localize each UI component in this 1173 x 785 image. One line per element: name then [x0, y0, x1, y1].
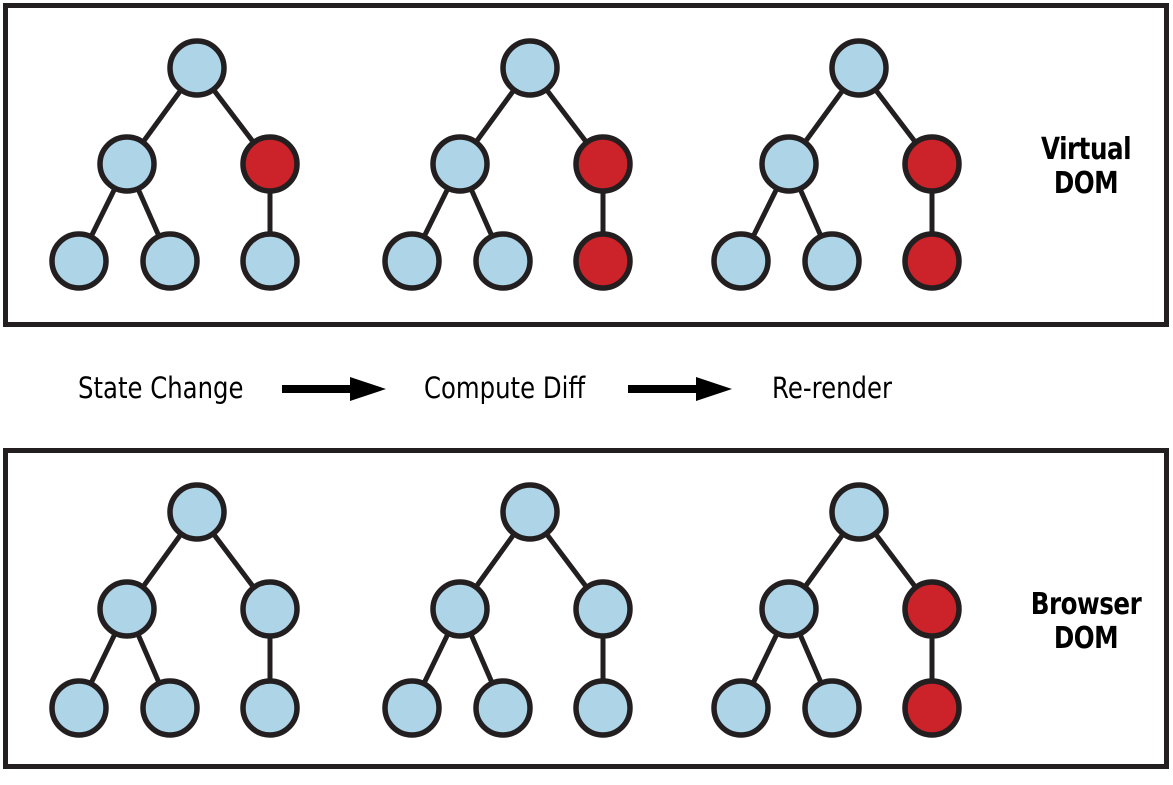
tree-node-default — [430, 579, 490, 639]
tree-virtual-dom-state-change — [49, 38, 300, 291]
flow-arrow-right-icon — [628, 377, 732, 401]
tree-browser-dom-state-change — [49, 482, 300, 738]
tree-node-default — [240, 678, 300, 738]
tree-node-default — [759, 134, 819, 194]
browser-dom-label: Browser DOM — [1030, 587, 1142, 656]
tree-node-default — [382, 231, 442, 291]
tree-node-default — [573, 579, 633, 639]
tree-node-default — [240, 579, 300, 639]
tree-node-default — [802, 231, 862, 291]
tree-node-default — [49, 678, 109, 738]
tree-node-default — [382, 678, 442, 738]
virtual-dom-label: Virtual DOM — [1040, 132, 1132, 201]
tree-node-default — [140, 678, 200, 738]
tree-virtual-dom-re-render — [711, 38, 962, 291]
tree-node-changed — [240, 134, 300, 194]
tree-node-changed — [902, 134, 962, 194]
tree-browser-dom-re-render — [711, 482, 962, 738]
tree-node-changed — [573, 231, 633, 291]
tree-node-default — [167, 482, 227, 542]
flow-arrow-right-icon — [282, 377, 386, 401]
tree-node-default — [430, 134, 490, 194]
tree-node-default — [473, 231, 533, 291]
tree-node-default — [167, 38, 227, 98]
tree-node-default — [802, 678, 862, 738]
tree-node-default — [759, 579, 819, 639]
tree-node-changed — [573, 134, 633, 194]
tree-node-default — [97, 579, 157, 639]
tree-node-changed — [902, 579, 962, 639]
flow-row: State Change Compute Diff Re-render — [0, 355, 1173, 425]
tree-browser-dom-compute-diff — [382, 482, 633, 738]
tree-node-default — [829, 38, 889, 98]
tree-node-default — [500, 482, 560, 542]
tree-node-default — [473, 678, 533, 738]
flow-step-state-change: State Change — [78, 371, 244, 405]
tree-node-default — [240, 231, 300, 291]
tree-node-default — [573, 678, 633, 738]
tree-node-default — [97, 134, 157, 194]
tree-node-default — [711, 678, 771, 738]
tree-node-changed — [902, 678, 962, 738]
tree-node-default — [829, 482, 889, 542]
tree-node-default — [140, 231, 200, 291]
flow-step-re-render: Re-render — [772, 371, 892, 405]
flow-step-compute-diff: Compute Diff — [424, 371, 586, 405]
tree-node-default — [711, 231, 771, 291]
tree-node-changed — [902, 231, 962, 291]
tree-node-default — [49, 231, 109, 291]
tree-virtual-dom-compute-diff — [382, 38, 633, 291]
tree-node-default — [500, 38, 560, 98]
